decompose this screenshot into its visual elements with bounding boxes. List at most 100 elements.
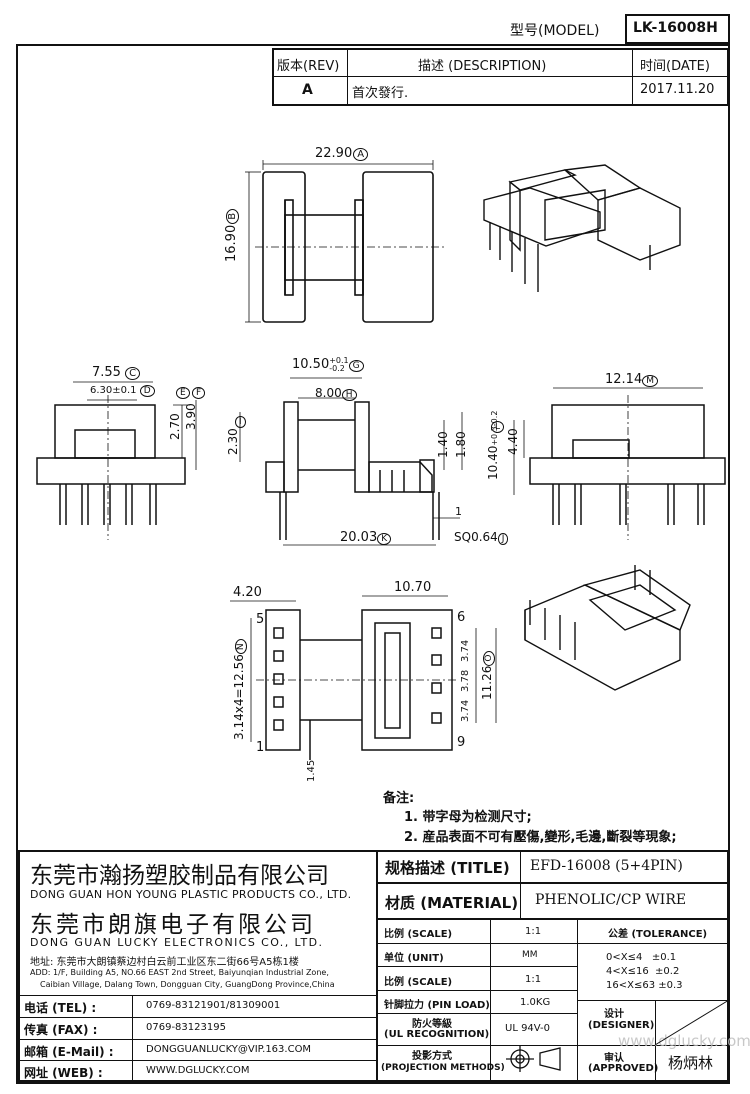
spec-row-5 <box>577 1000 729 1001</box>
dim-bot-offset: 1.45 <box>306 759 317 782</box>
dim-bot-p1: 3.74 <box>460 639 471 662</box>
fax-value: 0769-83123195 <box>146 1022 226 1033</box>
scale2-value: 1:1 <box>525 974 542 985</box>
model-label: 型号(MODEL) <box>510 23 600 39</box>
ul-label2: (UL RECOGNITION) <box>384 1029 490 1040</box>
proj-label1: 投影方式 <box>412 1051 452 1062</box>
unit-value: MM <box>522 950 538 960</box>
dim-mid-left-h: 2.30 <box>226 428 240 455</box>
company-name2-en: DONG GUAN LUCKY ELECTRONICS CO., LTD. <box>30 936 324 949</box>
spec-row-0 <box>378 943 729 944</box>
dim-bot-right-w: 10.70 <box>394 580 432 595</box>
spec-title-divider-v <box>520 850 521 920</box>
rev-value: A <box>302 82 313 98</box>
spec-row-1 <box>378 966 578 967</box>
pin-label-5: 5 <box>256 612 265 627</box>
proj-label2: (PROJECTION METHODS) <box>381 1063 505 1073</box>
notes-title: 备注: <box>383 791 415 806</box>
contact-divider-2 <box>18 1039 376 1040</box>
dim-right-h1-tag: L <box>491 421 505 433</box>
rev-divider-v1 <box>347 48 348 106</box>
dim-left-h1: 2.70 <box>168 413 182 440</box>
approved-label2: (APPROVED) <box>588 1063 659 1074</box>
dim-mid-h1: 1.40 <box>436 431 450 458</box>
dim-bot-left-w: 4.20 <box>233 585 262 600</box>
contact-divider-3 <box>18 1060 376 1061</box>
fax-label: 传真 (FAX) : <box>24 1023 98 1037</box>
dim-top-height: 16.90B <box>224 208 239 262</box>
rev-divider-h <box>272 76 729 77</box>
spec-col-v2 <box>577 920 578 1082</box>
dim-bot-pitch: 3.14x4=12.56N <box>232 639 247 740</box>
dim-left-inner: 6.30±0.1 D <box>90 385 155 397</box>
designer-label1: 设计 <box>604 1009 624 1020</box>
spec-material-label: 材质 (MATERIAL) <box>385 894 519 912</box>
dim-mid-left-h-tag: I <box>235 416 246 428</box>
company-address-cn: 地址: 东莞市大朗镇蔡边村白云前工业区东二街66号A5栋1楼 <box>30 957 299 968</box>
approved-label1: 审认 <box>604 1053 624 1064</box>
model-box <box>625 14 730 44</box>
dim-mid-h2: 1.80 <box>454 431 468 458</box>
contact-divider-1 <box>18 1017 376 1018</box>
designer-label2: (DESIGNER) <box>588 1020 655 1031</box>
spec-divider-0 <box>378 882 729 884</box>
spec-row-3 <box>378 1013 578 1014</box>
watermark: www.dglucky.com <box>618 1032 750 1050</box>
company-name1-en: DONG GUAN HON YOUNG PLASTIC PRODUCTS CO.… <box>30 888 352 901</box>
dim-pin-len: 1 <box>455 505 462 518</box>
pin-label-1: 1 <box>256 740 265 755</box>
company-name1-cn: 东莞市瀚扬塑胶制品有限公司 <box>30 863 329 889</box>
ul-label1: 防火等級 <box>412 1019 452 1030</box>
date-header: 时间(DATE) <box>640 59 710 74</box>
scale-value: 1:1 <box>525 926 542 937</box>
web-label: 网址 (WEB) : <box>24 1066 103 1080</box>
dim-left-h2: 3.90 <box>184 403 198 430</box>
rev-divider-v2 <box>632 48 633 106</box>
tb-divider-main <box>376 850 378 1082</box>
scale2-label: 比例 (SCALE) <box>384 977 453 988</box>
pin-label-9: 9 <box>457 735 466 750</box>
dim-bot-p2: 3.78 <box>460 669 471 692</box>
scale-label: 比例 (SCALE) <box>384 929 453 940</box>
revision-table <box>272 48 729 106</box>
drawing-frame <box>16 44 730 1084</box>
notes-line2: 2. 産品表面不可有壓傷,變形,毛邊,斷裂等現象; <box>404 830 677 845</box>
spec-title-value: EFD-16008 (5+4PIN) <box>530 858 683 874</box>
pin-load-value: 1.0KG <box>520 997 551 1008</box>
dim-left-h1-tag: E <box>176 387 190 399</box>
rev-header: 版本(REV) <box>277 59 340 74</box>
spec-col-v1 <box>490 920 491 1082</box>
web-value: WWW.DGLUCKY.COM <box>146 1065 250 1076</box>
spec-title-label: 规格描述 (TITLE) <box>385 859 510 877</box>
model-value: LK-16008H <box>633 20 718 36</box>
title-block <box>18 850 729 1082</box>
spec-row-4 <box>378 1045 729 1046</box>
contact-divider-0 <box>18 995 376 996</box>
contact-divider-v <box>132 995 133 1082</box>
tolerance-1: 0<X≤4 ±0.1 <box>606 952 677 963</box>
pin-label-6: 6 <box>457 610 466 625</box>
tel-value: 0769-83121901/81309001 <box>146 1000 281 1011</box>
company-name2-cn: 东莞市朗旗电子有限公司 <box>30 912 316 938</box>
ul-value: UL 94V-0 <box>505 1023 551 1034</box>
notes-line1: 1. 带字母为检测尺寸; <box>404 810 532 825</box>
unit-label: 单位 (UNIT) <box>384 953 444 964</box>
dim-right-h2: 4.40 <box>506 428 520 455</box>
pin-load-label: 针脚拉力 (PIN LOAD) <box>384 1000 490 1011</box>
company-address-en1: ADD: 1/F, Building A5, NO.66 EAST 2nd St… <box>30 968 329 977</box>
mail-label: 邮箱 (E-Mail) : <box>24 1045 114 1059</box>
approver-name: 杨炳林 <box>668 1054 714 1072</box>
dim-bot-p3: 3.74 <box>460 699 471 722</box>
tolerance-3: 16<X≤63 ±0.3 <box>606 980 683 991</box>
tolerance-2: 4<X≤16 ±0.2 <box>606 966 680 977</box>
company-address-en2: Caibian Village, Dalang Town, Dongguan C… <box>40 980 335 989</box>
dim-bot-h: 11.26O <box>480 650 495 700</box>
spec-divider-1 <box>378 918 729 920</box>
tolerance-header: 公差 (TOLERANCE) <box>608 929 708 940</box>
